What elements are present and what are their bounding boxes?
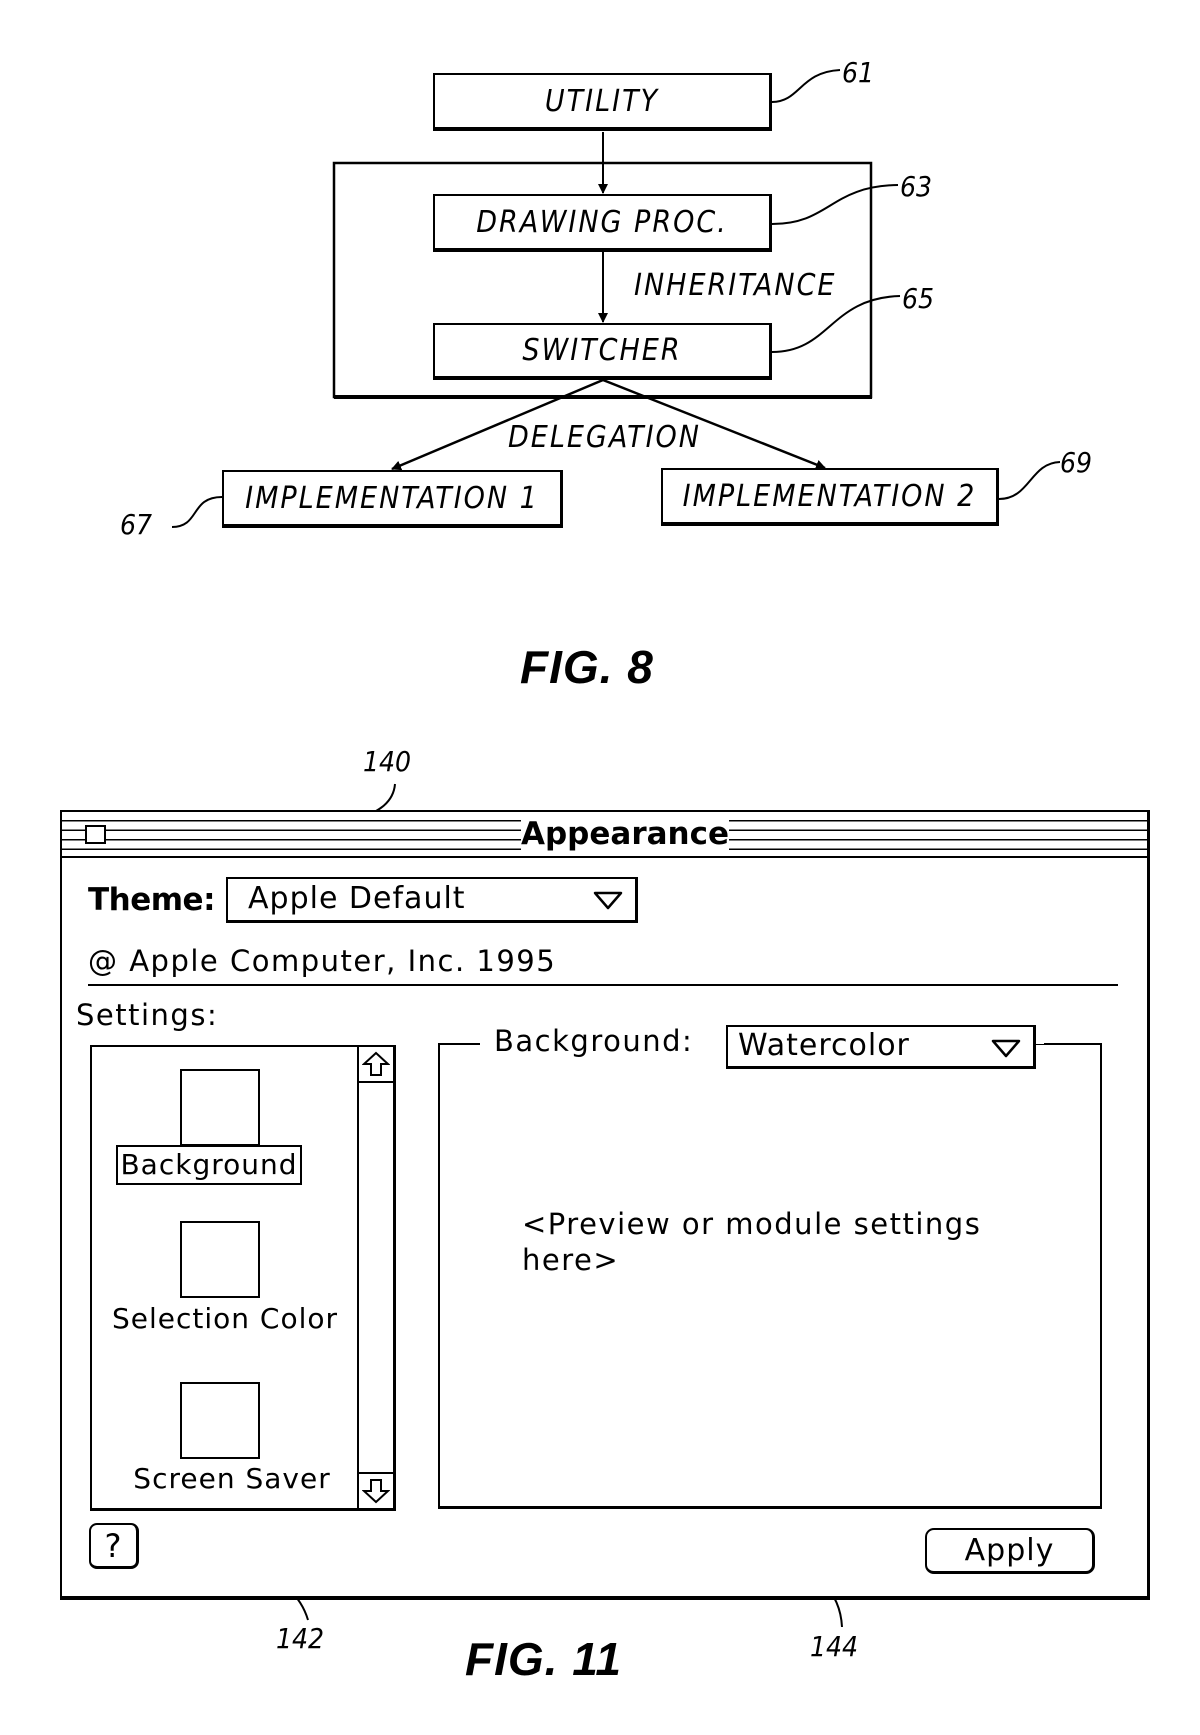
module-placeholder-line-2: here> — [522, 1243, 620, 1277]
theme-popup-value: Apple Default — [248, 881, 466, 916]
figure-caption-8: FIG. 8 — [520, 641, 654, 693]
divider — [88, 984, 1118, 986]
theme-popup[interactable]: Apple Default — [226, 877, 638, 923]
background-popup-value: Watercolor — [738, 1028, 910, 1063]
node-switcher: SWITCHER — [433, 323, 772, 380]
background-thumbnail[interactable] — [180, 1069, 260, 1146]
ref-67: 67 — [120, 508, 153, 541]
ref-144: 144 — [810, 1630, 859, 1663]
leader-63 — [771, 184, 899, 225]
ref-65: 65 — [902, 282, 935, 315]
copyright-text: @ Apple Computer, Inc. 1995 — [88, 944, 557, 978]
settings-item-screen-saver[interactable]: Screen Saver — [133, 1462, 331, 1495]
ref-63: 63 — [900, 170, 933, 203]
leader-61 — [771, 69, 841, 103]
theme-label: Theme: — [88, 882, 215, 918]
title-bar[interactable]: Appearance — [62, 812, 1147, 858]
scroll-up-button[interactable] — [359, 1047, 393, 1083]
edge-label-inheritance: INHERITANCE — [634, 268, 837, 303]
groupbox-top-line-right — [1044, 1043, 1102, 1045]
arrow-up-icon — [362, 1051, 390, 1076]
background-popup[interactable]: Watercolor — [726, 1025, 1036, 1069]
node-implementation-1: IMPLEMENTATION 1 — [222, 470, 563, 528]
selection-color-thumbnail[interactable] — [180, 1221, 260, 1298]
arrow-down-icon — [362, 1479, 390, 1504]
background-label: Background: — [494, 1024, 694, 1058]
figure-caption-11: FIG. 11 — [465, 1633, 622, 1685]
node-implementation-2: IMPLEMENTATION 2 — [661, 468, 999, 526]
close-box-icon[interactable] — [85, 825, 106, 844]
node-drawing-proc: DRAWING PROC. — [433, 194, 772, 252]
module-placeholder-line-1: <Preview or module settings — [522, 1207, 982, 1241]
chevron-down-icon — [991, 1039, 1021, 1058]
window-title: Appearance — [521, 815, 729, 853]
ref-142: 142 — [276, 1622, 325, 1655]
settings-item-background[interactable]: Background — [116, 1145, 302, 1185]
ref-69: 69 — [1060, 446, 1093, 479]
chevron-down-icon — [593, 891, 623, 910]
scroll-down-button[interactable] — [359, 1472, 393, 1508]
leader-69 — [998, 461, 1061, 500]
ref-61: 61 — [842, 56, 875, 89]
ref-140: 140 — [363, 745, 412, 778]
help-icon: ? — [104, 1526, 123, 1565]
node-utility: UTILITY — [433, 73, 772, 131]
groupbox-top-line-left — [438, 1043, 480, 1045]
apply-button[interactable]: Apply — [925, 1528, 1095, 1574]
edge-label-delegation: DELEGATION — [508, 420, 701, 455]
settings-label: Settings: — [76, 998, 219, 1032]
help-button[interactable]: ? — [89, 1523, 139, 1569]
leader-67 — [171, 496, 223, 528]
settings-item-selection-color[interactable]: Selection Color — [111, 1302, 339, 1335]
scrollbar[interactable] — [357, 1047, 393, 1508]
settings-list[interactable]: Background Selection Color Screen Saver — [90, 1045, 396, 1511]
appearance-window: Appearance Theme: Apple Default @ Apple … — [60, 810, 1150, 1600]
leader-65 — [771, 295, 901, 353]
screen-saver-thumbnail[interactable] — [180, 1382, 260, 1459]
